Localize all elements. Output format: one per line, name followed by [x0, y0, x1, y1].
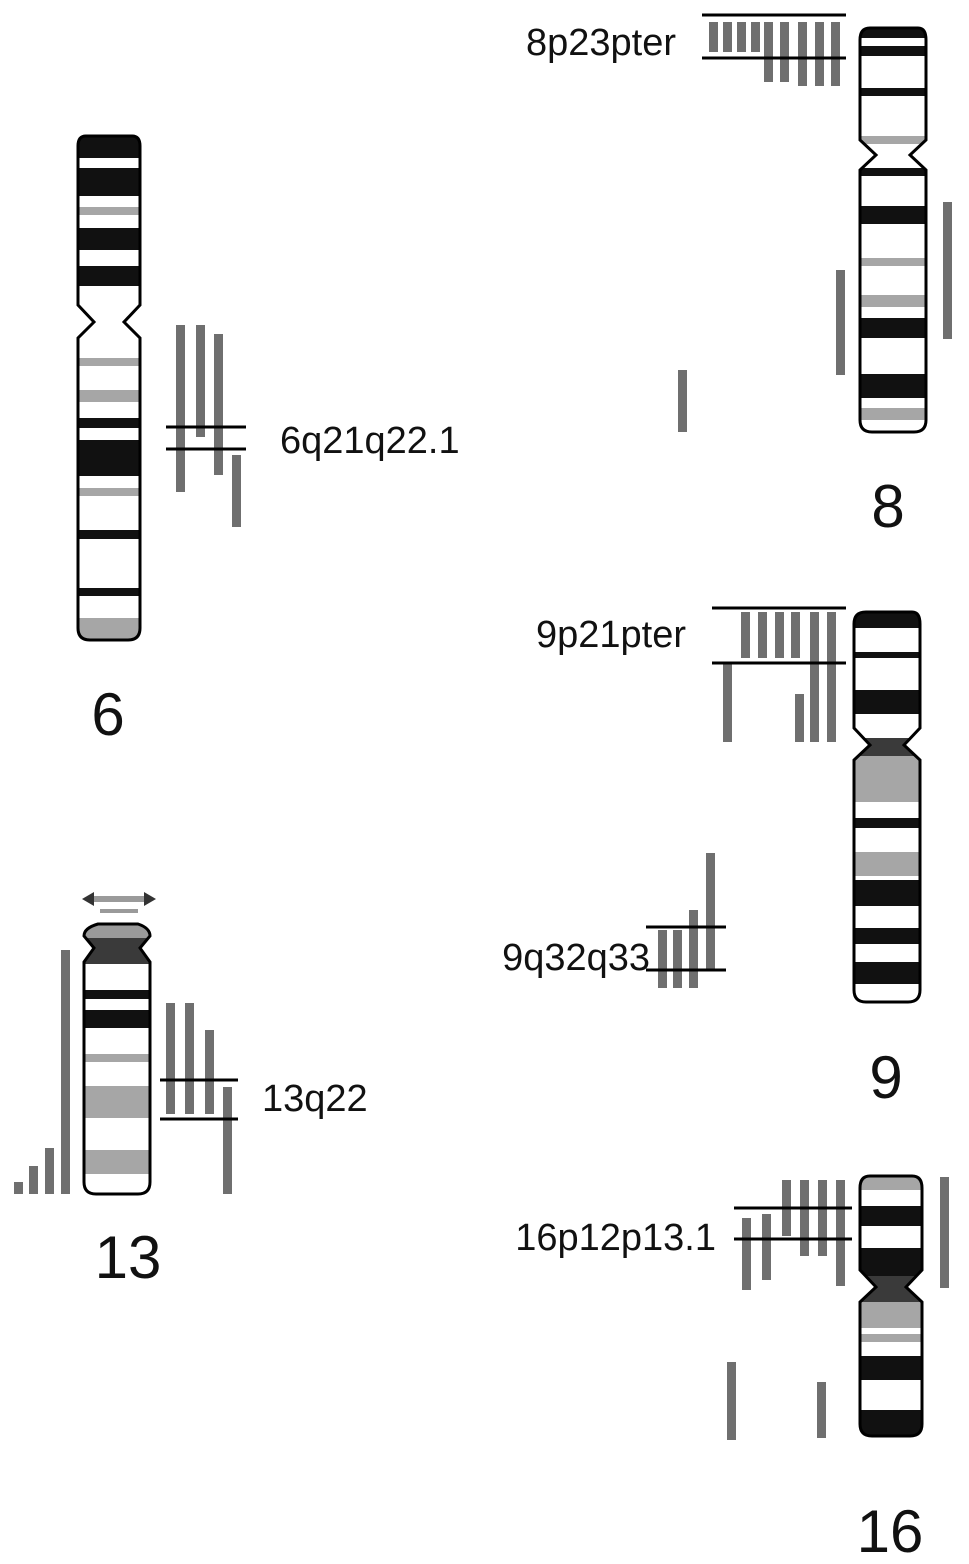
chromosome-6-group: 6q21q22.1 6 — [76, 134, 460, 748]
cnv-segment — [810, 612, 819, 742]
cnv-segment — [45, 1148, 54, 1194]
cnv-segment — [176, 325, 185, 492]
chromosome-13-outline — [82, 922, 152, 1196]
chromosome-16-number: 16 — [857, 1498, 924, 1564]
region-label-13q22: 13q22 — [262, 1078, 368, 1120]
chromosome-8-outline — [858, 26, 928, 434]
chromosome-6-segments — [176, 325, 241, 527]
chromosome-8-segments — [678, 22, 952, 432]
region-label-9p21pter: 9p21pter — [536, 614, 686, 656]
cnv-segment — [800, 1180, 809, 1256]
region-label-9q32q33: 9q32q33 — [502, 937, 650, 979]
chromosome-9-bands — [854, 612, 920, 1002]
cnv-segment — [232, 455, 241, 527]
chromosome-9-number: 9 — [869, 1044, 902, 1111]
chromosome-6-number: 6 — [91, 681, 124, 748]
chromosome-13-bands — [84, 924, 150, 1194]
chromosome-13-segments — [14, 950, 232, 1194]
chromosome-9-outline — [852, 610, 922, 1004]
chromosome-13-group: 13q22 13 — [14, 892, 368, 1291]
cnv-segment — [166, 1003, 175, 1114]
cnv-segment — [775, 612, 784, 658]
cnv-segment — [940, 1177, 949, 1288]
chromosome-6-bands — [78, 136, 140, 640]
chromosome-8-group: 8p23pter 8 — [526, 13, 952, 540]
cnv-segment — [836, 1180, 845, 1286]
cnv-segment — [762, 1214, 771, 1280]
cnv-segment — [185, 1003, 194, 1114]
cnv-segment — [751, 22, 760, 52]
cnv-segment — [780, 22, 789, 82]
cnv-segment — [61, 950, 70, 1194]
chromosome-13-number: 13 — [95, 1224, 162, 1291]
region-label-6q21q22-1: 6q21q22.1 — [280, 420, 460, 462]
cnv-segment — [29, 1166, 38, 1194]
cnv-segment — [737, 22, 746, 52]
chromosome-16-outline — [858, 1174, 924, 1438]
cnv-segment — [741, 612, 750, 658]
chromosome-8-bands — [860, 28, 926, 432]
cnv-segment — [723, 664, 732, 742]
chromosome-16-group: 16p12p13.1 16 — [515, 1174, 949, 1564]
cnv-segment — [709, 22, 718, 52]
cnv-segment — [727, 1362, 736, 1440]
cnv-segment — [223, 1087, 232, 1194]
cnv-segment — [818, 1180, 827, 1256]
cnv-segment — [678, 370, 687, 432]
cnv-segment — [723, 22, 732, 52]
cnv-segment — [836, 270, 845, 375]
cnv-segment — [689, 910, 698, 988]
cnv-segment — [758, 612, 767, 658]
region-label-16p12p13-1: 16p12p13.1 — [515, 1217, 716, 1259]
cnv-segment — [943, 202, 952, 339]
cnv-segment — [815, 22, 824, 86]
cnv-segment — [798, 22, 807, 86]
chromosome-9-segments — [658, 612, 836, 988]
chromosome-8-number: 8 — [871, 473, 904, 540]
cnv-segment — [795, 694, 804, 742]
region-label-8p23pter: 8p23pter — [526, 22, 676, 64]
cnv-segment — [196, 325, 205, 437]
cnv-segment — [14, 1182, 23, 1194]
cnv-segment — [706, 853, 715, 970]
cnv-segment — [817, 1382, 826, 1438]
satellite-arrow-icon — [82, 892, 156, 913]
chromosome-16-bands — [860, 1176, 922, 1436]
cnv-segment — [791, 612, 800, 658]
cnv-segment — [831, 22, 840, 86]
chromosome-9-group: 9p21pter 9q32q33 9 — [502, 606, 922, 1111]
cnv-segment — [673, 930, 682, 988]
cnv-segment — [205, 1030, 214, 1114]
cnv-segment — [658, 930, 667, 988]
chromosome-6-outline — [76, 134, 142, 642]
cnv-segment — [764, 22, 773, 82]
cnv-segment — [742, 1218, 751, 1290]
cnv-segment — [214, 334, 223, 475]
cnv-segment — [827, 612, 836, 742]
